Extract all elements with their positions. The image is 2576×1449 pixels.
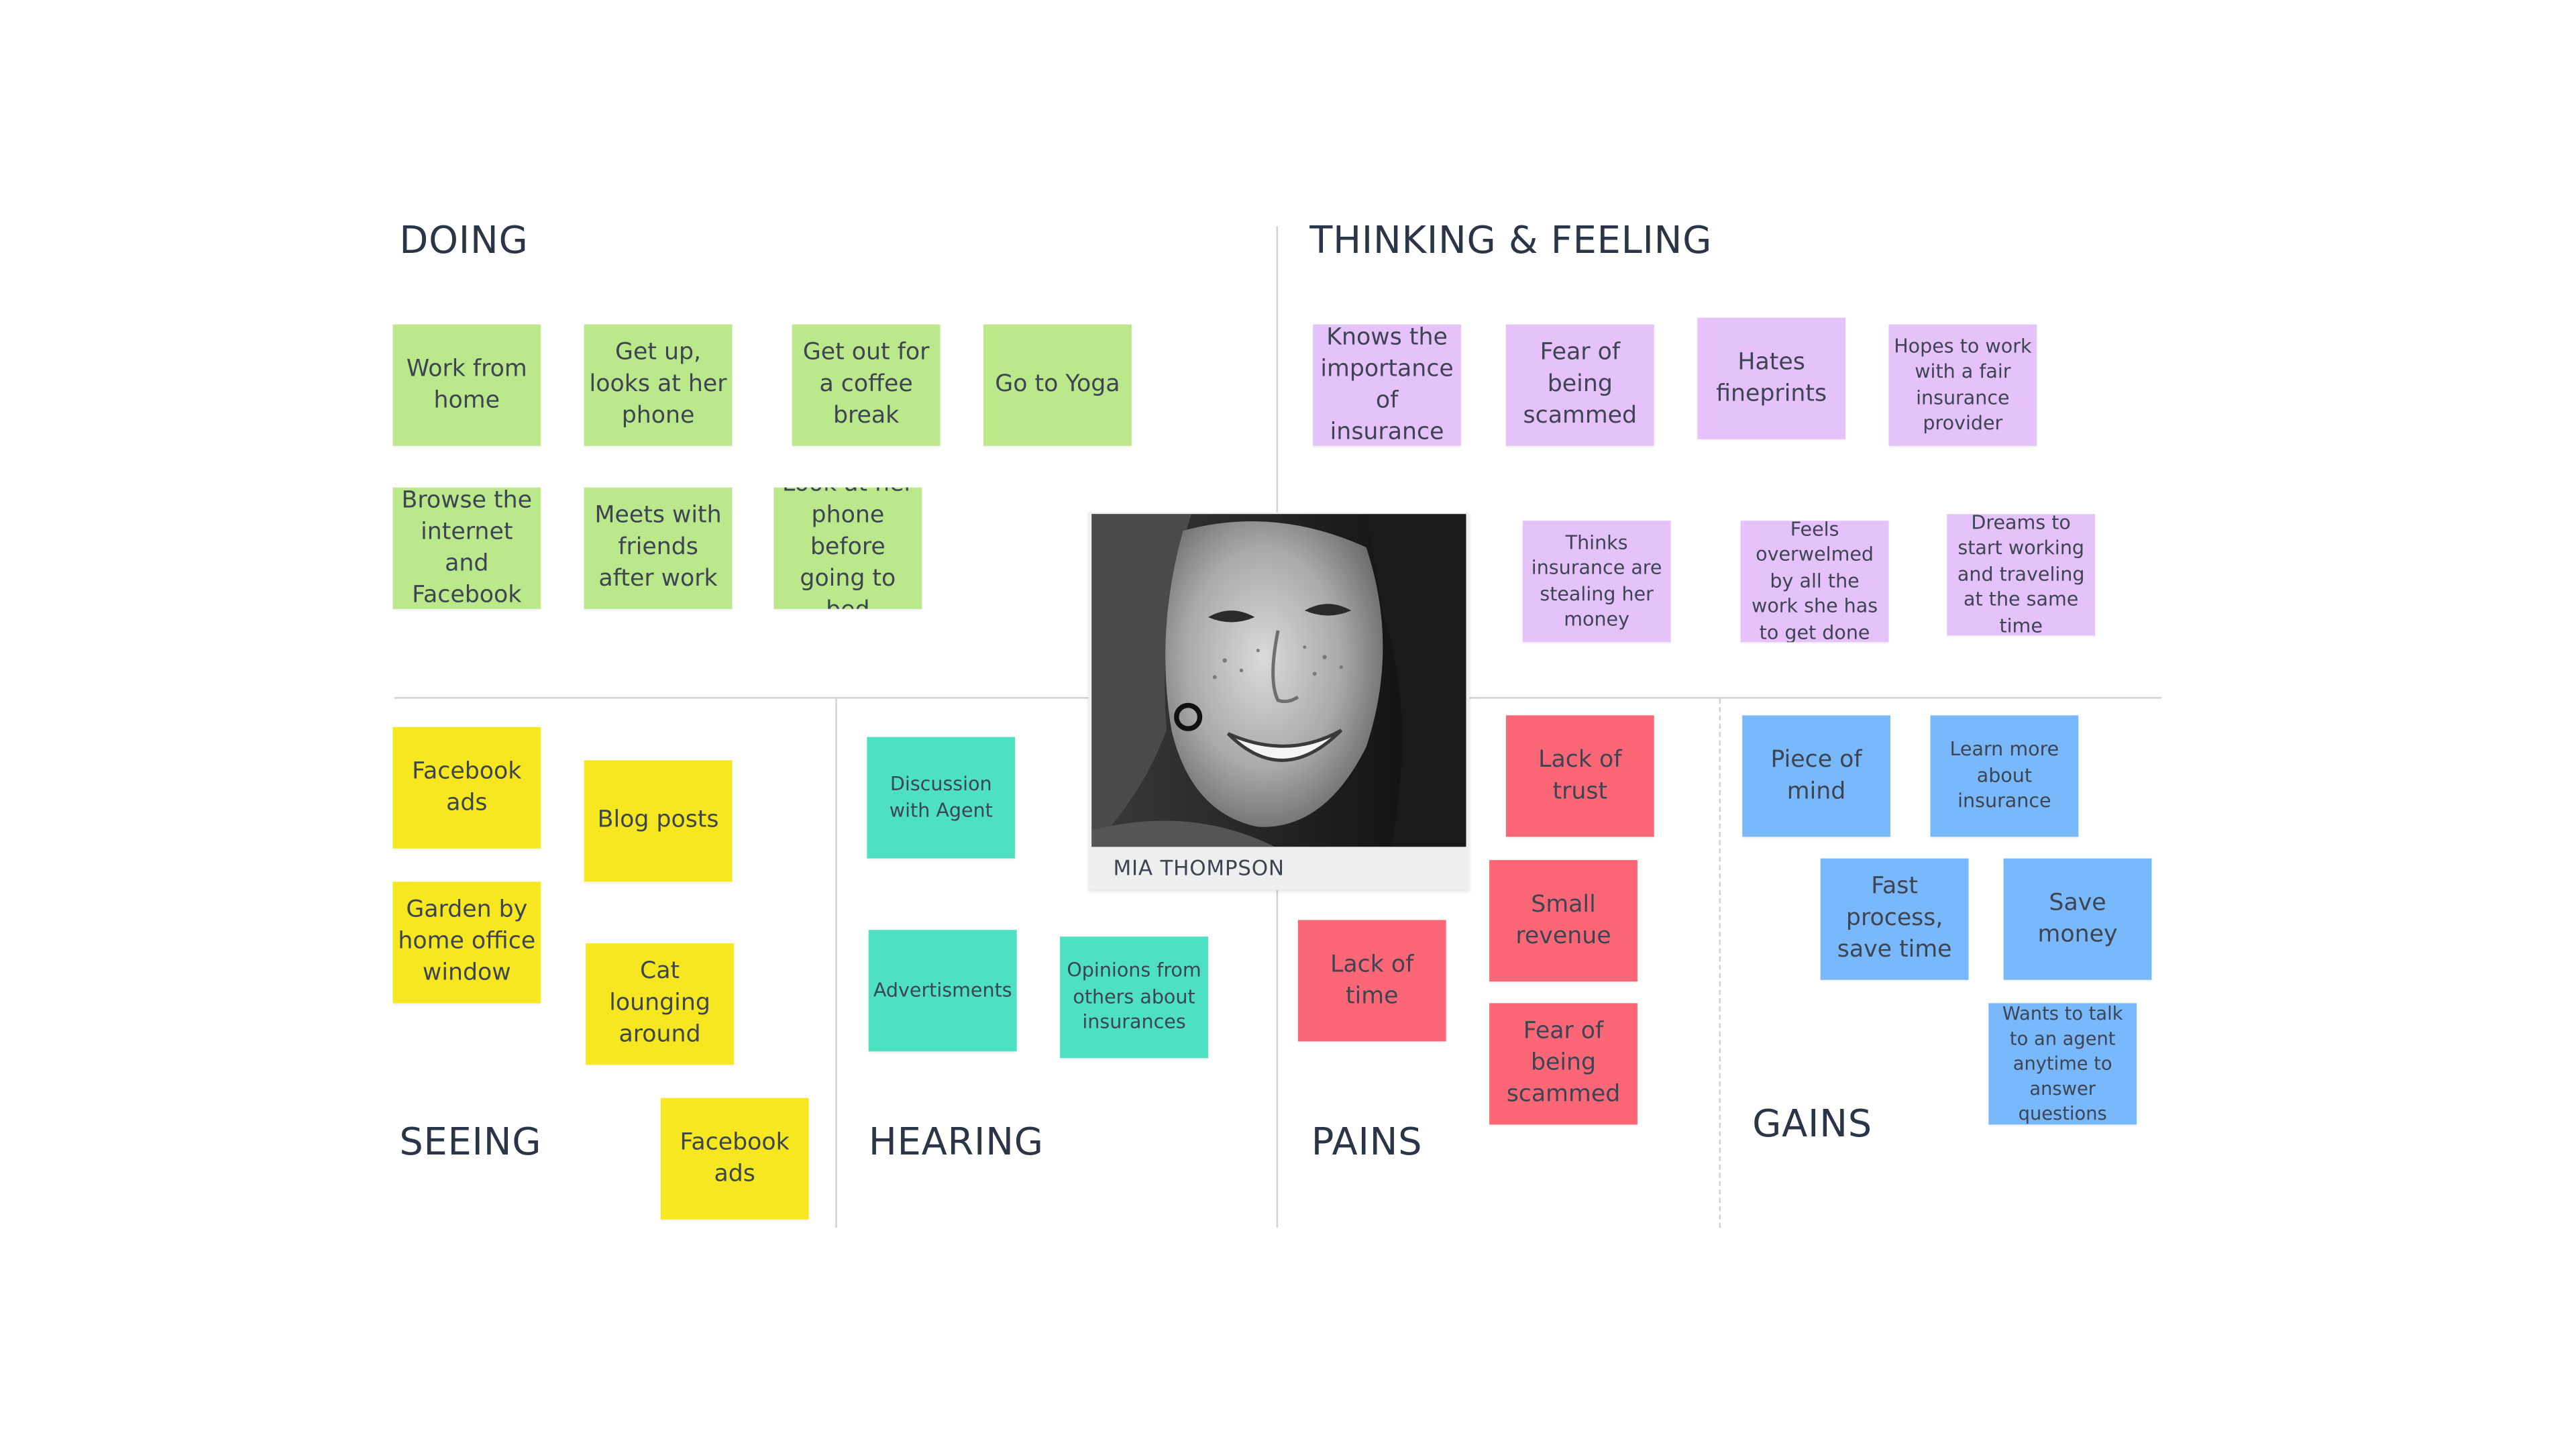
sticky-note-gains[interactable]: Save money	[2003, 858, 2152, 980]
sticky-note-thinking[interactable]: Dreams to start working and traveling at…	[1947, 514, 2096, 636]
sticky-note-seeing[interactable]: Cat lounging around	[586, 943, 734, 1065]
sticky-note-doing[interactable]: Get up, looks at her phone	[584, 324, 733, 446]
section-title-gains: GAINS	[1752, 1103, 1872, 1146]
sticky-note-gains[interactable]: Piece of mind	[1742, 715, 1890, 837]
sticky-note-pains[interactable]: Fear of being scammed	[1489, 1003, 1638, 1125]
sticky-note-thinking[interactable]: Hopes to work with a fair insurance prov…	[1888, 324, 2037, 446]
sticky-note-doing[interactable]: Look at her phone before going to bed	[773, 487, 922, 609]
sticky-note-thinking[interactable]: Thinks insurance are stealing her money	[1522, 521, 1671, 643]
section-title-doing: DOING	[399, 219, 529, 263]
sticky-note-doing[interactable]: Meets with friends after work	[584, 487, 733, 609]
sticky-note-pains[interactable]: Lack of time	[1297, 920, 1446, 1042]
sticky-note-thinking[interactable]: Feels overwelmed by all the work she has…	[1740, 521, 1889, 643]
sticky-note-seeing[interactable]: Blog posts	[584, 760, 733, 882]
sticky-note-seeing[interactable]: Facebook ads	[660, 1097, 809, 1220]
persona-photo	[1091, 514, 1466, 847]
sticky-note-thinking[interactable]: Hates fineprints	[1697, 317, 1845, 439]
sticky-note-doing[interactable]: Browse the internet and Facebook	[392, 487, 541, 609]
sticky-note-pains[interactable]: Lack of trust	[1505, 715, 1654, 837]
divider-hearing-pains	[1276, 890, 1279, 1228]
sticky-note-gains[interactable]: Fast process, save time	[1820, 858, 1969, 980]
section-title-seeing: SEEING	[399, 1121, 542, 1165]
sticky-note-hearing[interactable]: Advertisments	[868, 930, 1017, 1052]
divider-vertical-top	[1276, 226, 1279, 513]
sticky-note-hearing[interactable]: Opinions from others about insurances	[1060, 936, 1208, 1059]
sticky-note-seeing[interactable]: Garden by home office window	[392, 881, 541, 1004]
sticky-note-doing[interactable]: Get out for a coffee break	[792, 324, 941, 446]
sticky-note-gains[interactable]: Wants to talk to an agent anytime to ans…	[1988, 1003, 2137, 1125]
persona-card[interactable]: MIA THOMPSON	[1088, 512, 1470, 890]
sticky-note-doing[interactable]: Go to Yoga	[983, 324, 1132, 446]
persona-name: MIA THOMPSON	[1113, 855, 1285, 880]
divider-pains-gains	[1719, 698, 1721, 1228]
section-title-hearing: HEARING	[868, 1121, 1044, 1165]
section-title-thinking-feeling: THINKING & FEELING	[1309, 219, 1713, 263]
sticky-note-doing[interactable]: Work from home	[392, 324, 541, 446]
sticky-note-seeing[interactable]: Facebook ads	[392, 727, 541, 849]
sticky-note-thinking[interactable]: Fear of being scammed	[1505, 324, 1654, 446]
sticky-note-thinking[interactable]: Knows the importance of insurance	[1313, 324, 1461, 446]
sticky-note-hearing[interactable]: Discussion with Agent	[867, 737, 1016, 859]
sticky-note-gains[interactable]: Learn more about insurance	[1930, 715, 2079, 837]
sticky-note-pains[interactable]: Small revenue	[1489, 860, 1638, 982]
section-title-pains: PAINS	[1311, 1121, 1423, 1165]
divider-seeing-hearing	[835, 698, 837, 1228]
